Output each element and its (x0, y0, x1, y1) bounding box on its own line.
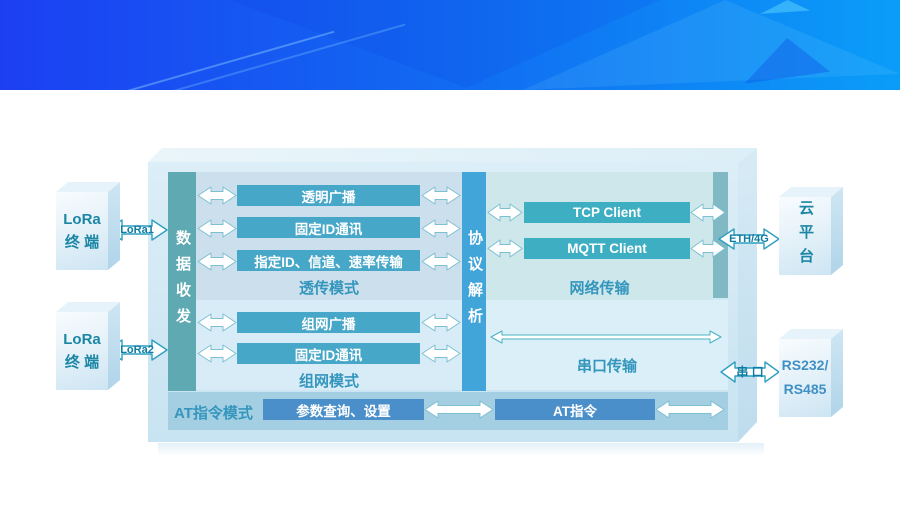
gateway-container-shadow (158, 443, 764, 456)
mqtt-client-box: MQTT Client (524, 238, 690, 259)
mode-box-transparent-broadcast: 透明广播 (237, 185, 420, 206)
device-side-face (108, 302, 120, 390)
serial-transport-label: 串口传输 (576, 358, 637, 375)
device-front-face: 云平台 (779, 197, 831, 275)
at-command-box: AT指令 (495, 399, 655, 420)
device-label: RS485 (783, 381, 827, 397)
device-top-face (779, 329, 843, 339)
device-label: LoRa (63, 330, 101, 348)
rs232-rs485-box: RS232/ RS485 (779, 329, 843, 417)
double-arrow-icon (197, 219, 237, 238)
transparent-mode-label: 透传模式 (298, 280, 359, 297)
header-banner (0, 0, 900, 90)
double-arrow-icon (106, 339, 168, 361)
double-arrow-icon (487, 239, 523, 258)
mode-box-fixed-id-comm: 固定ID通讯 (237, 217, 420, 238)
network-transport-panel (486, 172, 713, 300)
serial-link-label: 串 口 (736, 365, 764, 379)
banner-line-decor (45, 30, 335, 90)
banner-triangle-decor (760, 0, 810, 14)
double-arrow-icon (655, 400, 725, 419)
lora2-link-label: LoRa2 (120, 343, 154, 356)
eth-4g-link-label: ETH/4G (729, 232, 769, 245)
banner-line-decor (164, 23, 406, 90)
device-front-face: LoRa 终 端 (56, 312, 108, 390)
device-label: 终 端 (64, 234, 100, 251)
device-side-face (831, 187, 843, 275)
device-front-face: LoRa 终 端 (56, 192, 108, 270)
data-txrx-bar: 数据收发 (168, 172, 196, 391)
serial-link-arrow: 串 口 (720, 359, 780, 385)
device-side-face (831, 329, 843, 417)
serial-transport-arrow-icon (490, 330, 722, 344)
lora2-link-arrow: LoRa2 (106, 337, 168, 363)
double-arrow-icon (106, 219, 168, 241)
device-front-face: RS232/ RS485 (779, 339, 831, 417)
lora1-link-arrow: LoRa1 (106, 217, 168, 243)
tcp-client-box: TCP Client (524, 202, 690, 223)
cloud-platform-box: 云平台 (779, 187, 843, 275)
mode-box-network-broadcast: 组网广播 (237, 312, 420, 333)
double-arrow-icon (690, 203, 726, 222)
device-label: LoRa (63, 210, 101, 228)
at-mode-label: AT指令模式 (174, 405, 253, 422)
device-top-face (779, 187, 843, 197)
network-mode-label: 组网模式 (298, 373, 359, 390)
lora-terminal-1-box: LoRa 终 端 (56, 182, 120, 270)
lora1-link-label: LoRa1 (120, 223, 154, 236)
serial-transport-panel (486, 300, 728, 390)
device-side-face (108, 182, 120, 270)
double-arrow-icon (197, 252, 237, 271)
double-arrow-icon (421, 344, 461, 363)
double-arrow-icon (421, 252, 461, 271)
gateway-container-top-face (148, 148, 757, 162)
double-arrow-icon (197, 344, 237, 363)
double-arrow-icon (421, 313, 461, 332)
mode-box-specified-id-channel-rate: 指定ID、信道、速率传输 (237, 250, 420, 271)
double-arrow-icon (197, 186, 237, 205)
double-arrow-icon (421, 219, 461, 238)
double-arrow-icon (487, 203, 523, 222)
double-arrow-icon (197, 313, 237, 332)
device-top-face (56, 302, 120, 312)
param-query-set-box: 参数查询、设置 (263, 399, 424, 420)
mode-box-fixed-id-comm-2: 固定ID通讯 (237, 343, 420, 364)
network-transport-edge-strip (713, 172, 728, 298)
device-label: 终 端 (64, 354, 100, 371)
double-arrow-icon (421, 186, 461, 205)
lora-terminal-2-box: LoRa 终 端 (56, 302, 120, 390)
network-transport-label: 网络传输 (569, 280, 630, 297)
double-arrow-icon (424, 400, 494, 419)
device-top-face (56, 182, 120, 192)
double-arrow-icon (690, 239, 726, 258)
protocol-parse-bar: 协议解析 (462, 172, 486, 391)
device-label: RS232/ (781, 357, 829, 374)
eth-4g-link-arrow: ETH/4G (718, 226, 780, 252)
gateway-container-side-face (738, 148, 757, 442)
